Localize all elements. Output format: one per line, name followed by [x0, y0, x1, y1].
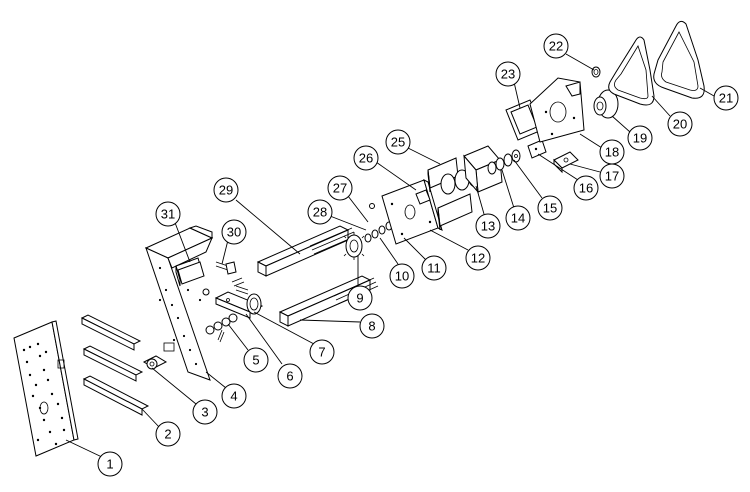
balloon-19: 19 [627, 125, 653, 151]
balloon-23-label: 23 [501, 67, 515, 82]
balloon-7-label: 7 [318, 345, 325, 360]
balloon-17: 17 [599, 163, 625, 189]
pulley-plate [529, 77, 585, 143]
balloon-28: 28 [307, 199, 333, 225]
balloon-9-label: 9 [356, 291, 363, 306]
balloon-7: 7 [309, 339, 335, 365]
balloon-11: 11 [421, 255, 447, 281]
balloon-26-label: 26 [359, 151, 373, 166]
gear [343, 232, 365, 260]
balloon-27-label: 27 [333, 181, 347, 196]
balloon-5: 5 [243, 347, 269, 373]
balloon-12: 12 [465, 245, 491, 271]
balloon-18-label: 18 [605, 145, 619, 160]
balloon-6-label: 6 [286, 369, 293, 384]
balloon-26: 26 [353, 145, 379, 171]
balloon-11-label: 11 [427, 261, 441, 276]
balloon-9: 9 [347, 285, 373, 311]
small-bracket [527, 139, 547, 159]
belt [608, 36, 655, 106]
small-bearings [202, 288, 238, 343]
balloon-4-label: 4 [230, 389, 237, 404]
motor-plate [381, 179, 443, 245]
balloon-18: 18 [599, 139, 625, 165]
balloon-29-label: 29 [219, 183, 233, 198]
balloon-22: 22 [543, 33, 569, 59]
balloon-17-label: 17 [605, 169, 619, 184]
balloon-29: 29 [213, 177, 239, 203]
upper-rail [256, 225, 357, 277]
balloon-28-label: 28 [313, 205, 327, 220]
connector [415, 189, 431, 205]
balloon-27: 27 [327, 175, 353, 201]
balloon-1: 1 [97, 451, 123, 477]
balloon-21-label: 21 [719, 91, 733, 106]
drive-pulley [593, 89, 619, 119]
balloon-21: 21 [713, 85, 739, 111]
balloon-1-label: 1 [106, 457, 113, 472]
bearing-set [487, 149, 521, 175]
balloon-16: 16 [573, 175, 599, 201]
balloon-2: 2 [155, 421, 181, 447]
balloon-14: 14 [505, 205, 531, 231]
pulley [231, 277, 262, 315]
balloon-13-label: 13 [481, 219, 495, 234]
balloon-31: 31 [155, 201, 181, 227]
pins [177, 261, 249, 295]
small-gear [591, 66, 601, 78]
balloon-10-label: 10 [395, 269, 409, 284]
washers [364, 221, 393, 243]
balloon-3-label: 3 [201, 405, 208, 420]
balloon-15-label: 15 [543, 201, 557, 216]
balloon-13: 13 [475, 213, 501, 239]
balloon-5-label: 5 [252, 353, 259, 368]
balloon-20: 20 [667, 111, 693, 137]
balloon-8-label: 8 [368, 319, 375, 334]
balloon-4: 4 [221, 383, 247, 409]
balloon-15: 15 [537, 195, 563, 221]
balloon-3: 3 [192, 399, 218, 425]
balloon-20-label: 20 [673, 117, 687, 132]
leader-lines [65, 53, 715, 459]
outer-belt [653, 20, 705, 99]
balloon-25-label: 25 [391, 135, 405, 150]
balloon-19-label: 19 [633, 131, 647, 146]
base-plate [13, 320, 79, 457]
balloon-30: 30 [221, 219, 247, 245]
balloon-14-label: 14 [511, 211, 525, 226]
balloon-8: 8 [359, 313, 385, 339]
balloon-2-label: 2 [164, 427, 171, 442]
balloon-10: 10 [389, 263, 415, 289]
balloon-16-label: 16 [579, 181, 593, 196]
balloon-6: 6 [277, 363, 303, 389]
side-frame [144, 225, 214, 381]
balloon-22-label: 22 [549, 39, 563, 54]
balloon-12-label: 12 [471, 251, 485, 266]
rails [80, 314, 150, 416]
tensioner [553, 151, 579, 174]
bearing-block [142, 355, 168, 370]
balloon-23: 23 [495, 61, 521, 87]
balloon-31-label: 31 [161, 207, 175, 222]
balloon-30-label: 30 [227, 225, 241, 240]
balloon-25: 25 [385, 129, 411, 155]
